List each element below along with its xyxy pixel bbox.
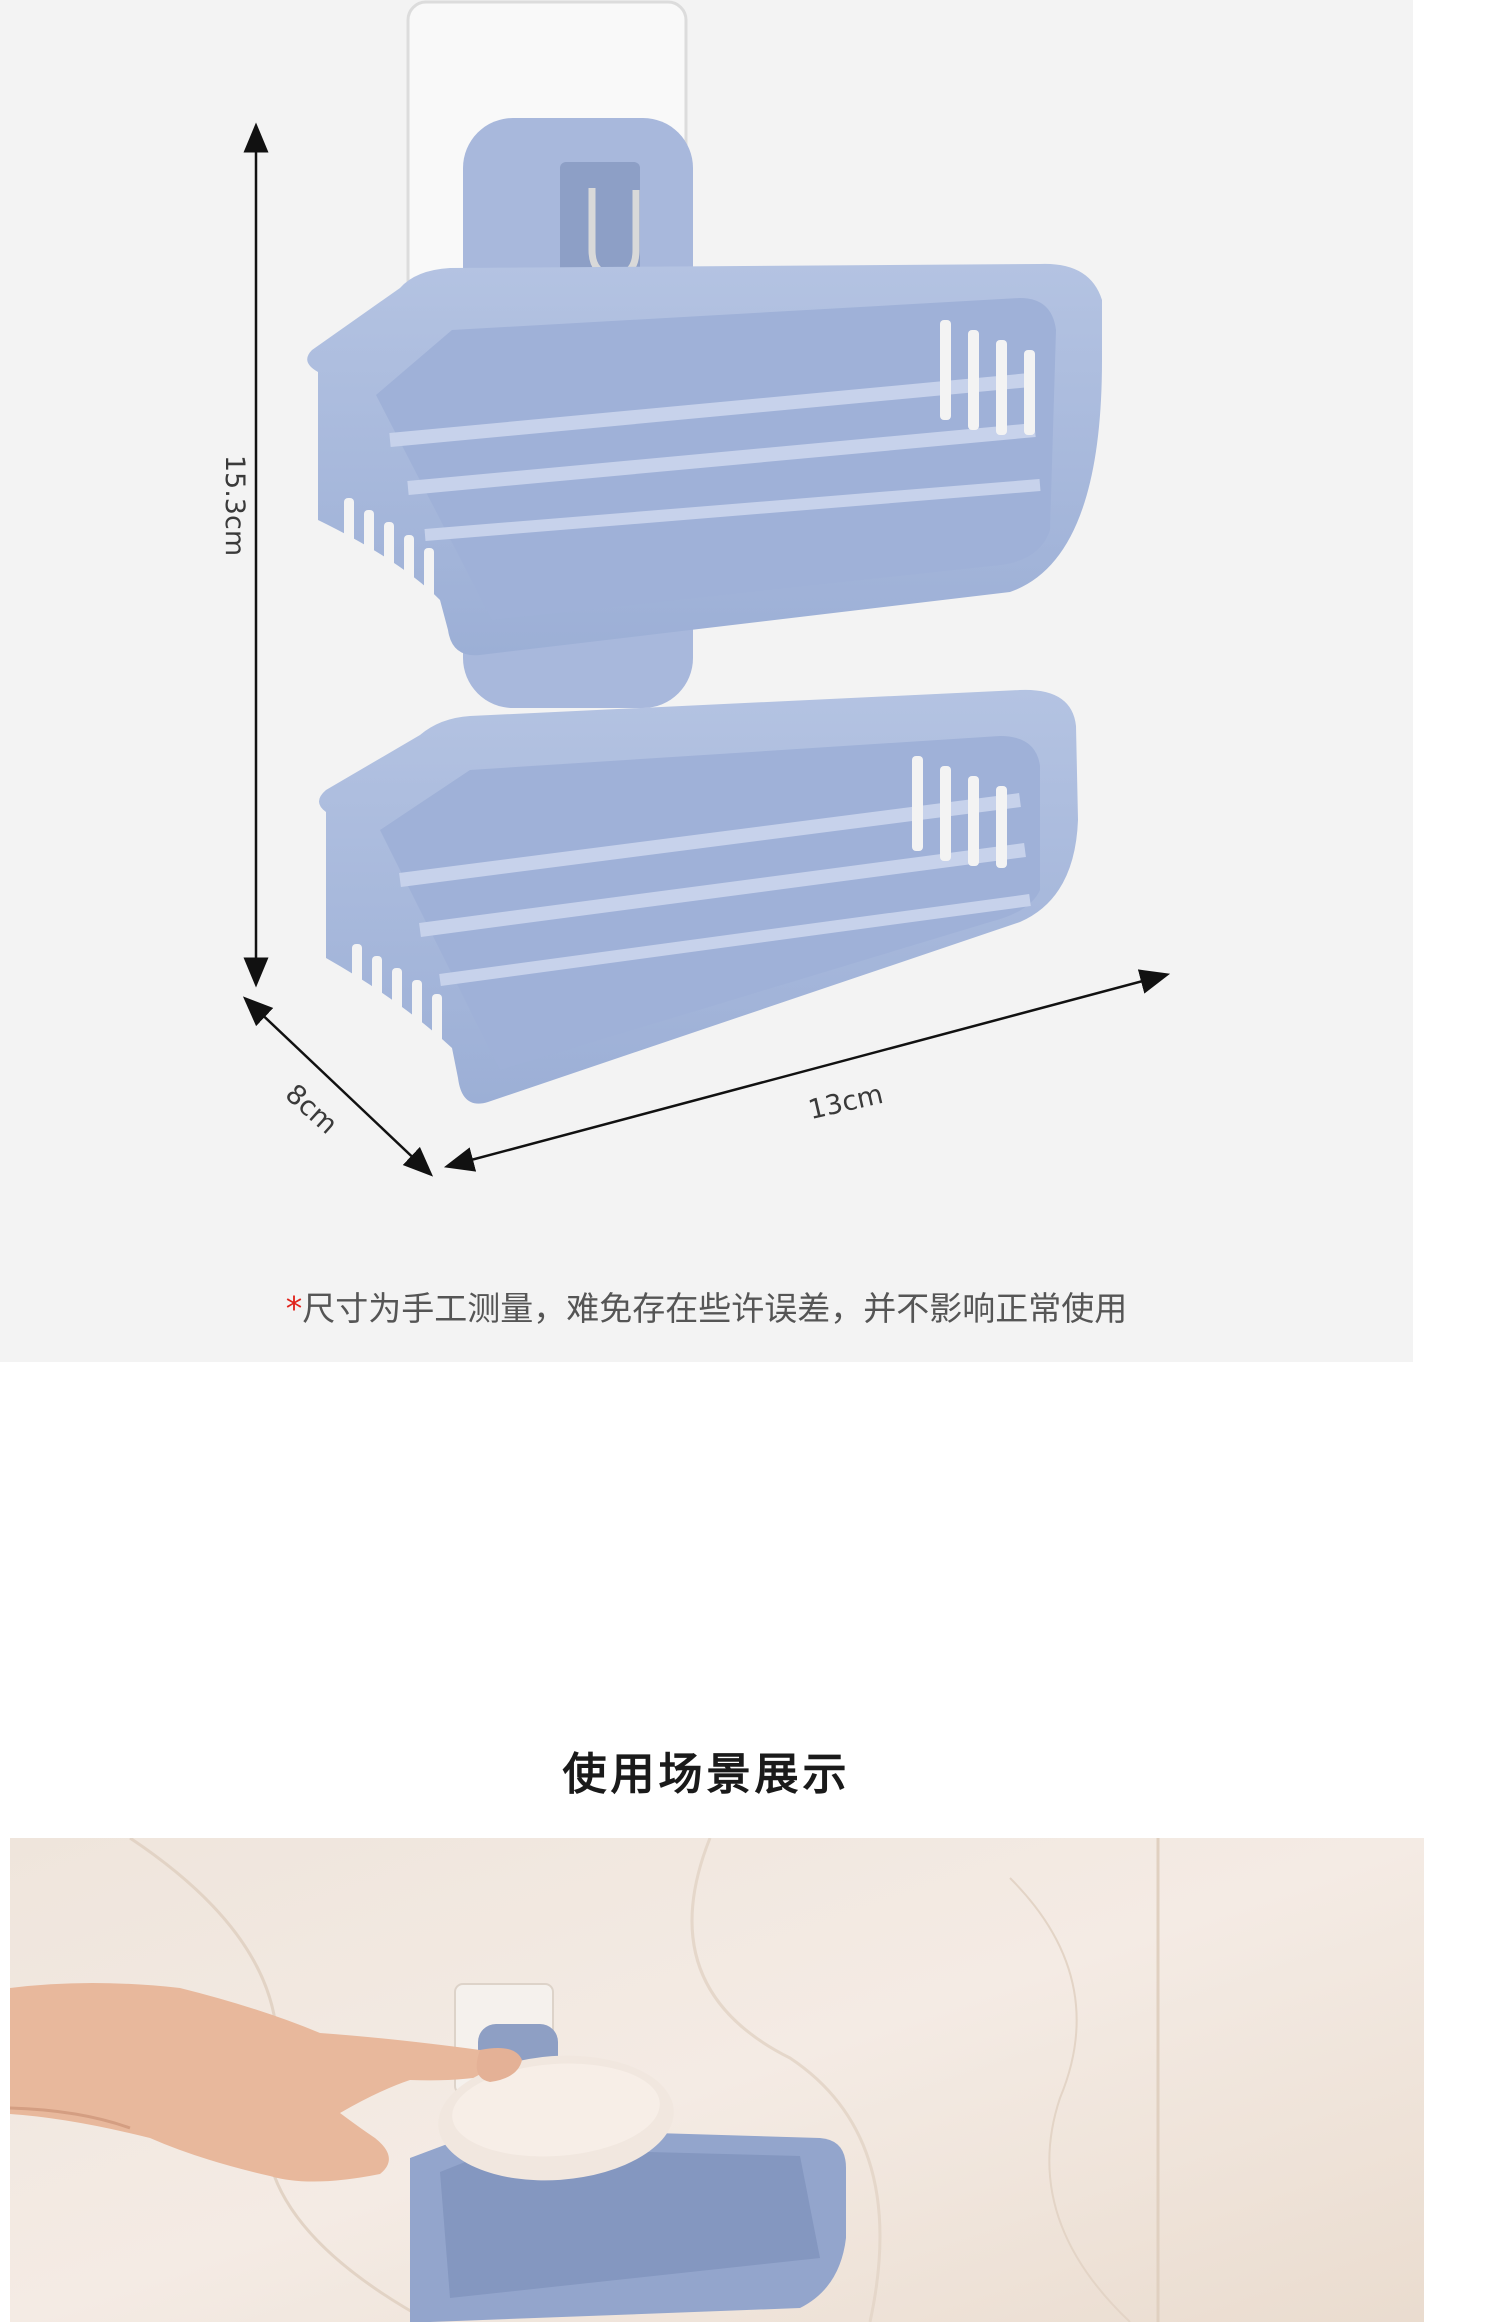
measurement-note: *尺寸为手工测量，难免存在些许误差，并不影响正常使用 bbox=[0, 1282, 1413, 1330]
upper-tray bbox=[307, 263, 1102, 656]
scene-section-title: 使用场景展示 bbox=[562, 1749, 851, 1800]
soap-rack-product-image bbox=[242, 0, 1171, 1177]
lower-tray bbox=[319, 689, 1078, 1104]
height-dimension-label: 15.3cm bbox=[219, 454, 251, 557]
note-asterisk: * bbox=[285, 1289, 303, 1328]
usage-scene-photo bbox=[10, 1838, 1424, 2322]
dimension-panel: 15.3cm 8cm 13cm *尺寸为手工测量，难免存在些许误差，并不影响正常… bbox=[0, 0, 1413, 1362]
dimension-arrows bbox=[242, 122, 1171, 1177]
note-text: 尺寸为手工测量，难免存在些许误差，并不影响正常使用 bbox=[302, 1289, 1128, 1328]
